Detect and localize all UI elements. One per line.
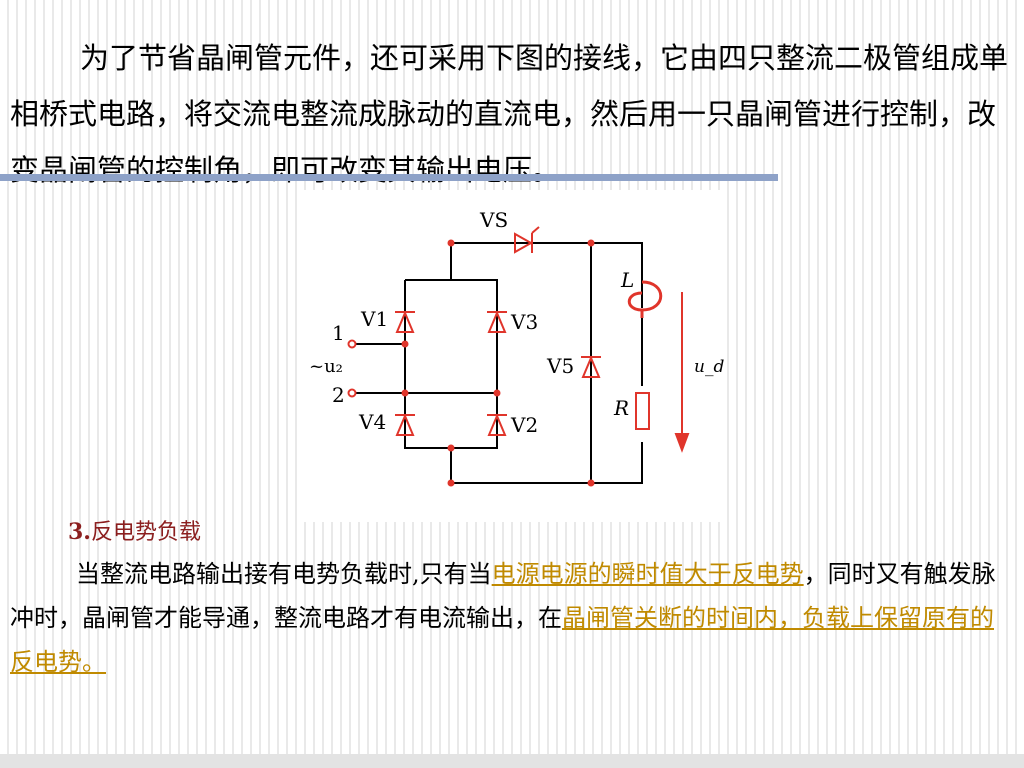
highlight-off-period: 晶闸管关断的时间内，负载上保留原有的反电势。 <box>10 604 994 676</box>
circuit-nodes <box>401 239 595 487</box>
inductor <box>627 280 663 318</box>
section-title: 反电势负载 <box>90 520 201 545</box>
circuit-diagram: VS V1 V3 V4 V2 V5 1 2 ~u₂ L R u_d <box>303 190 727 522</box>
inductor-label: L <box>620 268 634 292</box>
highlight-source-gt-emf: 电源电源的瞬时值大于反电势 <box>491 560 804 588</box>
v4-diode <box>395 413 415 436</box>
body-text-part1: 当整流电路输出接有电势负载时,只有当 <box>76 560 492 588</box>
terminals <box>347 339 357 398</box>
source-label: ~u₂ <box>309 356 343 377</box>
v2-diode <box>487 413 507 436</box>
vs-thyristor <box>514 226 540 254</box>
output-arrow <box>674 292 690 453</box>
intro-paragraph: 为了节省晶闸管元件，还可采用下图的接线，它由四只整流二极管组成单相桥式电路，将交… <box>10 41 1009 187</box>
section-paragraph: 当整流电路输出接有电势负载时,只有当电源电源的瞬时值大于反电势，同时又有触发脉冲… <box>10 552 1014 684</box>
v3-diode <box>487 310 507 333</box>
section-heading: 3.反电势负载 <box>68 518 201 547</box>
v3-label: V3 <box>510 310 538 334</box>
section-number: 3. <box>68 519 91 545</box>
v4-label: V4 <box>358 410 386 434</box>
terminal1-label: 1 <box>332 321 345 345</box>
circuit-wires <box>355 242 643 484</box>
v5-diode <box>581 355 601 378</box>
v1-diode <box>395 310 415 333</box>
output-label: u_d <box>694 357 724 377</box>
terminal2-label: 2 <box>332 383 345 407</box>
divider-rule <box>0 174 778 181</box>
resistor-label: R <box>613 396 629 420</box>
resistor <box>635 392 650 430</box>
v5-label: V5 <box>546 354 574 378</box>
body-text-part2: ，同时又有触发脉冲时，晶闸管才能导通，整流电路才有电流输出，在 <box>10 560 996 632</box>
bottom-bar <box>0 754 1024 768</box>
v2-label: V2 <box>510 413 538 437</box>
v1-label: V1 <box>360 307 388 331</box>
vs-label: VS <box>479 208 508 232</box>
